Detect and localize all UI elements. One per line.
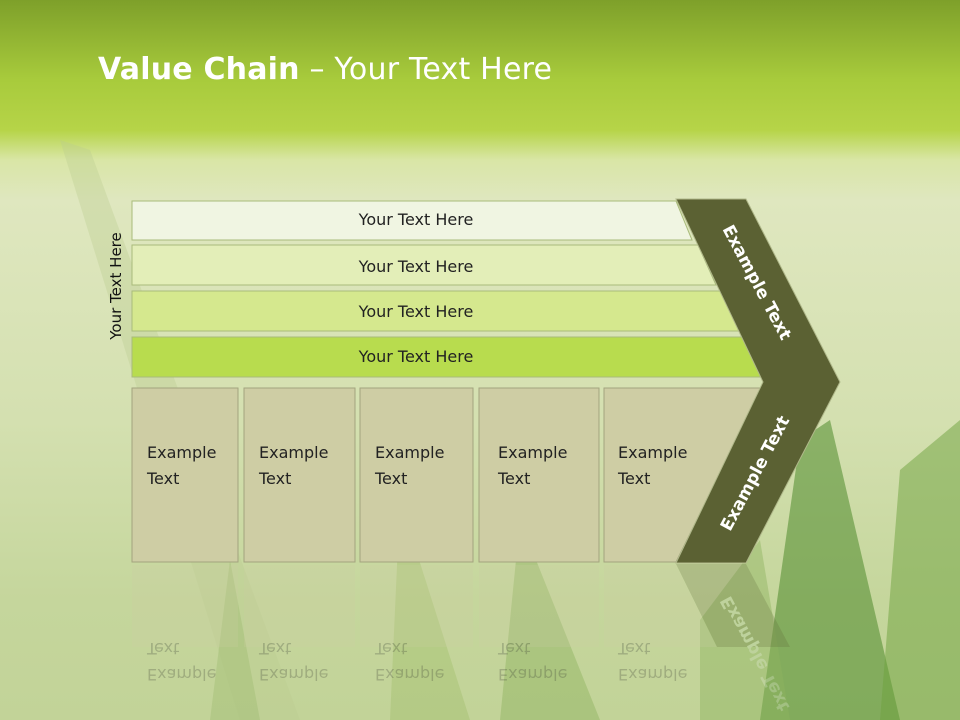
support-bar-3-label: Your Text Here [358, 302, 474, 321]
support-bar-2 [131, 244, 717, 286]
reflection-text: Example [375, 665, 444, 684]
reflection-box [360, 565, 473, 647]
reflection-text: Example [498, 665, 567, 684]
support-activities: Your Text Here Your Text Here Your Text … [131, 200, 764, 378]
activity-box-5-line2: Text [617, 469, 650, 488]
activity-box-4-line2: Text [497, 469, 530, 488]
reflection-text: Example [259, 665, 328, 684]
activity-box-3 [359, 387, 474, 563]
activity-box-1 [131, 387, 239, 563]
support-bar-2-label: Your Text Here [358, 257, 474, 276]
activity-box-1-line2: Text [146, 469, 179, 488]
reflection-text: Example [147, 665, 216, 684]
activity-box-4 [478, 387, 600, 563]
reflection-text: Text [617, 639, 650, 658]
slide-title: Value Chain – Your Text Here [98, 52, 552, 96]
reflection-box [244, 565, 355, 647]
diagram-reflection: Example Text Example Text Example Text E… [132, 564, 794, 714]
reflection-text: Example [618, 665, 687, 684]
reflection-text: Text [146, 639, 179, 658]
activity-box-2-line2: Text [258, 469, 291, 488]
reflection-chevron [676, 564, 790, 647]
support-bar-4-label: Your Text Here [358, 347, 474, 366]
activity-box-5-line1: Example [618, 443, 687, 462]
reflection-text: Text [497, 639, 530, 658]
reflection-text: Text [258, 639, 291, 658]
title-bold: Value Chain [98, 52, 300, 87]
activity-box-2 [243, 387, 356, 563]
support-bar-1 [131, 200, 693, 241]
support-bar-1-label: Your Text Here [358, 210, 474, 229]
primary-activities: Example Text Example Text Example Text E… [131, 387, 763, 563]
activity-box-3-line1: Example [375, 443, 444, 462]
reflection-box [479, 565, 599, 647]
reflection-text: Text [374, 639, 407, 658]
title-rest: – Your Text Here [299, 52, 553, 87]
activity-box-4-line1: Example [498, 443, 567, 462]
reflection-box [132, 565, 238, 647]
activity-box-1-line1: Example [147, 443, 216, 462]
chevron-shape [675, 198, 841, 564]
activity-box-3-line2: Text [374, 469, 407, 488]
reflection-box [604, 565, 717, 647]
activity-box-2-line1: Example [259, 443, 328, 462]
